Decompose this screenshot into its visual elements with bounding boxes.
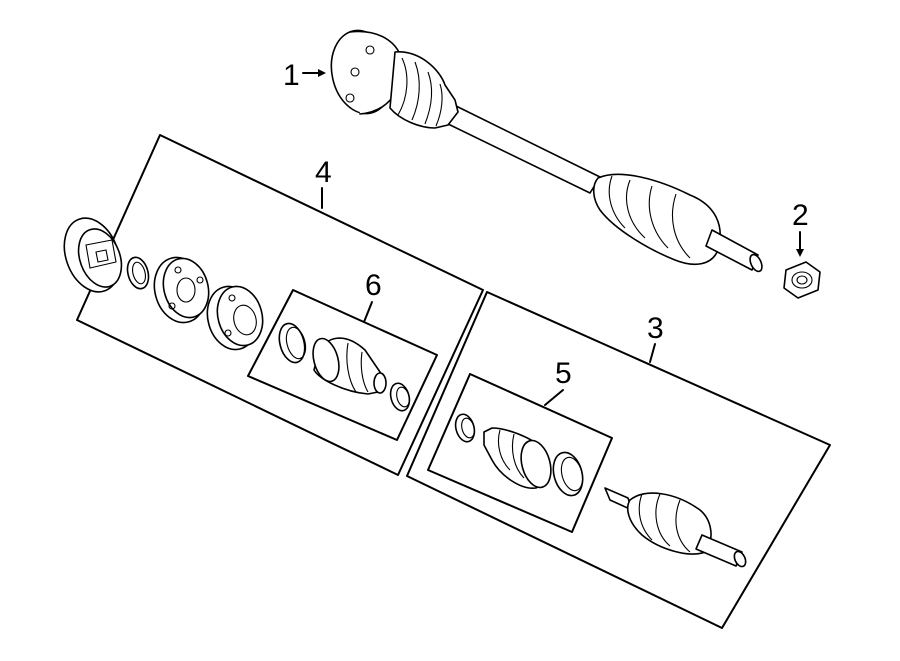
callout-3: 3 [647,312,664,363]
callout-6-label: 6 [365,269,382,302]
callout-2: 2 [792,199,809,257]
outer-boot-kit-box[interactable] [427,373,613,533]
inner-joint-kit-box[interactable] [76,134,484,476]
axle-shaft-assembly[interactable] [324,25,764,274]
callout-6: 6 [363,269,382,323]
outer-boot-clamp-small[interactable] [453,412,478,444]
callout-5-label: 5 [555,357,572,390]
callout-1-label: 1 [283,59,300,92]
callout-3-leader [649,343,656,363]
callout-2-label: 2 [792,199,809,232]
callout-1: 1 [283,59,326,92]
outer-boot-clamp-large[interactable] [549,449,587,499]
axle-nut[interactable] [783,261,821,299]
callout-5: 5 [544,357,572,406]
inner-boot-clamp-small[interactable] [388,381,413,413]
inner-flange[interactable] [55,210,130,299]
bearing-cage[interactable] [201,281,269,355]
outer-joint-kit-box[interactable] [406,291,831,629]
inner-boot-kit-box[interactable] [247,289,438,441]
callout-4: 4 [315,156,332,209]
seal-ring[interactable] [124,255,152,291]
inner-boot[interactable] [309,336,387,395]
callout-3-label: 3 [647,312,664,345]
callout-5-leader [544,389,564,406]
callout-4-label: 4 [315,156,332,189]
outer-boot[interactable] [483,427,556,491]
outer-cv-joint[interactable] [604,487,748,568]
inner-race[interactable] [147,252,215,329]
callout-6-leader [363,301,373,323]
inner-boot-clamp-large[interactable] [275,321,309,366]
